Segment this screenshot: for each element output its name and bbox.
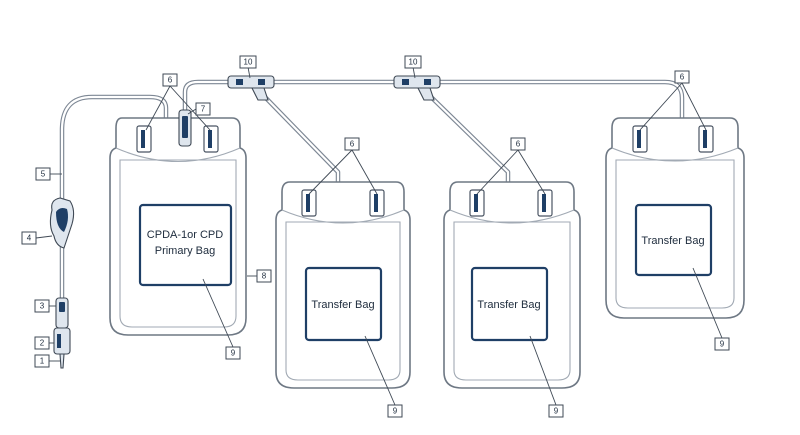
callout-1: 1 <box>40 357 45 366</box>
callout-6: 6 <box>168 76 173 85</box>
callout-2: 2 <box>40 339 45 348</box>
callout-9: 9 <box>393 407 398 416</box>
donor-clamp <box>49 197 75 249</box>
callout-10: 10 <box>409 58 418 67</box>
needle-assembly <box>53 327 71 369</box>
transfer-bag-2: Transfer Bag <box>443 181 581 389</box>
callout-5: 5 <box>41 170 46 179</box>
transfer-bag-3-label: Transfer Bag <box>641 235 704 247</box>
y-connector-icon <box>393 75 441 89</box>
transfer-bag-3-label-box <box>634 203 713 277</box>
branch-tube-2 <box>425 91 511 196</box>
callout-10: 10 <box>244 58 253 67</box>
needle-icon <box>59 353 65 369</box>
callout-9: 9 <box>231 349 236 358</box>
y-connector-icon <box>227 75 275 89</box>
primary-bag-label-line-1: CPDA-1or CPD <box>147 229 223 241</box>
needle-hub-icon <box>53 327 71 355</box>
transfer-bag-1: Transfer Bag <box>275 181 411 389</box>
needle-connector <box>55 297 69 329</box>
transfer-bag-2-label: Transfer Bag <box>477 299 540 311</box>
primary-bag-label-line-2: Primary Bag <box>155 245 216 257</box>
callout-6: 6 <box>516 140 521 149</box>
callout-9: 9 <box>720 340 725 349</box>
callout-6: 6 <box>350 140 355 149</box>
primary-bag: CPDA-1or CPD Primary Bag <box>109 109 247 336</box>
transfer-bag-1-label-box <box>304 266 383 342</box>
callout-7: 7 <box>201 105 206 114</box>
callout-3: 3 <box>40 302 45 311</box>
callout-4: 4 <box>27 234 32 243</box>
primary-bag-label-box <box>138 203 233 287</box>
callout-8: 8 <box>262 272 267 281</box>
transfer-bag-3: Transfer Bag <box>605 117 745 319</box>
transfer-bag-1-label: Transfer Bag <box>311 299 374 311</box>
callout-9: 9 <box>554 407 559 416</box>
callout-6: 6 <box>680 73 685 82</box>
y-connector-2 <box>393 75 441 101</box>
transfer-bag-2-label-box <box>470 266 549 342</box>
branch-tube-1 <box>259 91 341 196</box>
leader-lines <box>35 66 723 406</box>
y-connector-1 <box>227 75 275 101</box>
callouts: 6 7 10 10 6 6 6 9 9 9 9 8 5 4 3 2 1 <box>21 55 730 418</box>
